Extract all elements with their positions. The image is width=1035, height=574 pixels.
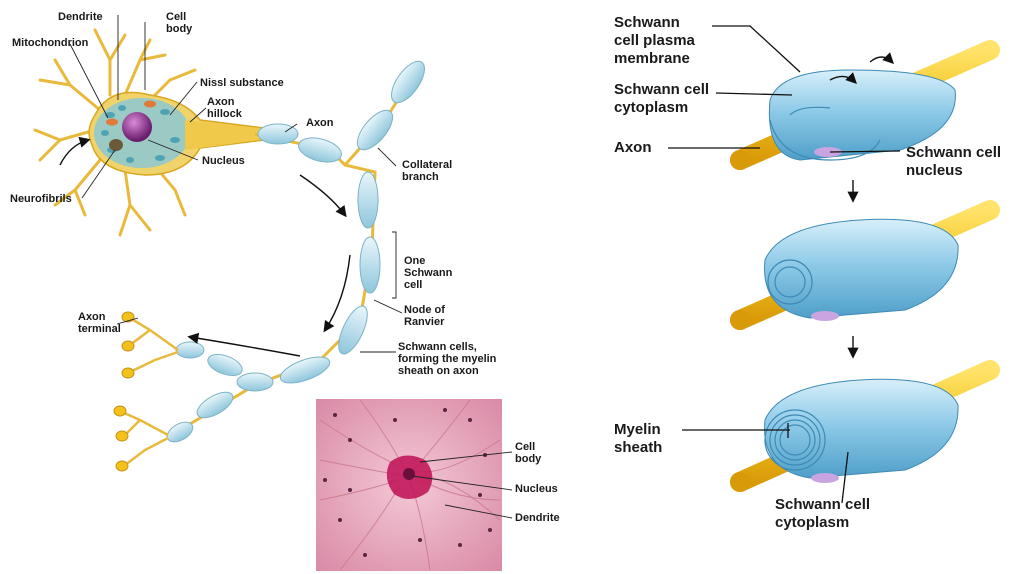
axon-terminal-bulbs bbox=[114, 312, 134, 471]
myelination-stage-2 bbox=[730, 210, 990, 330]
neuron-leader-lines bbox=[70, 15, 402, 352]
label-dendrite: Dendrite bbox=[58, 11, 103, 23]
myelin-segments bbox=[164, 56, 431, 446]
neurofibril-ball bbox=[109, 139, 123, 151]
label-neurofibrils: Neurofibrils bbox=[10, 193, 72, 205]
myelination-stage-3 bbox=[730, 370, 990, 492]
label-axon: Axon bbox=[306, 117, 334, 129]
schwann-nucleus-3 bbox=[811, 473, 839, 483]
nucleus bbox=[122, 112, 152, 142]
flow-arrow-2 bbox=[325, 255, 350, 330]
label-micro-nucleus: Nucleus bbox=[515, 483, 558, 495]
label-mitochondrion: Mitochondrion bbox=[12, 37, 89, 49]
flow-arrow-3 bbox=[190, 337, 300, 356]
flow-arrow-4 bbox=[60, 140, 88, 165]
flow-arrow-1 bbox=[300, 175, 345, 215]
label-nucleus: Nucleus bbox=[202, 155, 245, 167]
schwann-nucleus-2 bbox=[811, 311, 839, 321]
mitochondrion-2 bbox=[144, 101, 156, 108]
label-nissl-substance: Nissl substance bbox=[200, 77, 284, 89]
axon-terminals bbox=[122, 318, 178, 465]
label-axon-right: Axon bbox=[614, 139, 652, 156]
mitochondrion bbox=[106, 119, 118, 126]
label-micro-dendrite: Dendrite bbox=[515, 512, 560, 524]
micro-nucleus bbox=[403, 468, 415, 480]
